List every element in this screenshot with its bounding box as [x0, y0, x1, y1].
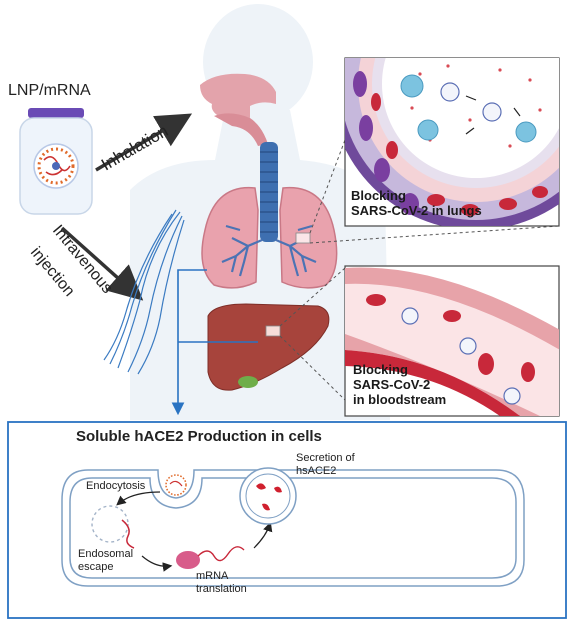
- lungs-callout: Blocking SARS-CoV-2 in lungs: [351, 188, 482, 218]
- endosomal-label-line2: escape: [78, 561, 114, 573]
- lungs-callout-line1: Blocking: [351, 188, 406, 203]
- mrna-strand-icon: [121, 519, 135, 549]
- zoom-guides: [279, 139, 560, 401]
- arm-vessels-icon: [103, 209, 185, 375]
- endocytosis-arrow: [116, 491, 161, 506]
- lnp-jar-icon: [19, 108, 93, 215]
- blood-callout-line1: Blocking: [353, 362, 408, 377]
- virus-particle-icon: [440, 82, 502, 122]
- cell-outline-icon: [61, 469, 525, 587]
- liver-icon: [207, 303, 330, 391]
- lungs-callout-line2: SARS-CoV-2 in lungs: [351, 203, 482, 218]
- cell-panel-frame: [7, 421, 567, 619]
- secretion-label-line2: hsACE2: [296, 465, 337, 477]
- lnp-mrna-label: LNP/mRNA: [8, 82, 91, 99]
- ribosome-icon: [176, 546, 245, 569]
- routing-connector: [171, 269, 258, 416]
- endocytosis-label: Endocytosis: [86, 480, 146, 492]
- inhalation-arrow: [95, 113, 193, 172]
- blood-callout-line3: in bloodstream: [353, 392, 447, 407]
- lung-zoom-panel: [344, 57, 560, 227]
- cell-panel-title: Soluble hACE2 Production in cells: [76, 428, 322, 445]
- endocytosed-lnp-icon: [165, 474, 187, 496]
- blood-callout: Blocking SARS-CoV-2 in bloodstream: [353, 362, 446, 407]
- mrna-label-line1: mRNA: [196, 570, 229, 582]
- trachea-icon: [260, 142, 278, 242]
- secretory-vesicle-icon: [239, 467, 297, 525]
- secretion-arrow: [253, 521, 273, 549]
- immune-cell-icon: [400, 74, 537, 143]
- endosome-icon: [91, 505, 129, 543]
- secretion-label-line1: Secretion of: [296, 452, 355, 464]
- endosomal-label-line1: Endosomal: [78, 548, 134, 560]
- lungs-icon: [201, 186, 338, 289]
- mrna-label-line2: translation: [196, 583, 247, 595]
- nasal-cavity-icon: [200, 73, 276, 146]
- iv-injection-arrow: [60, 226, 144, 301]
- escape-arrow: [141, 555, 173, 572]
- blood-zoom-panel: [344, 265, 560, 417]
- blood-callout-line2: SARS-CoV-2: [353, 377, 431, 392]
